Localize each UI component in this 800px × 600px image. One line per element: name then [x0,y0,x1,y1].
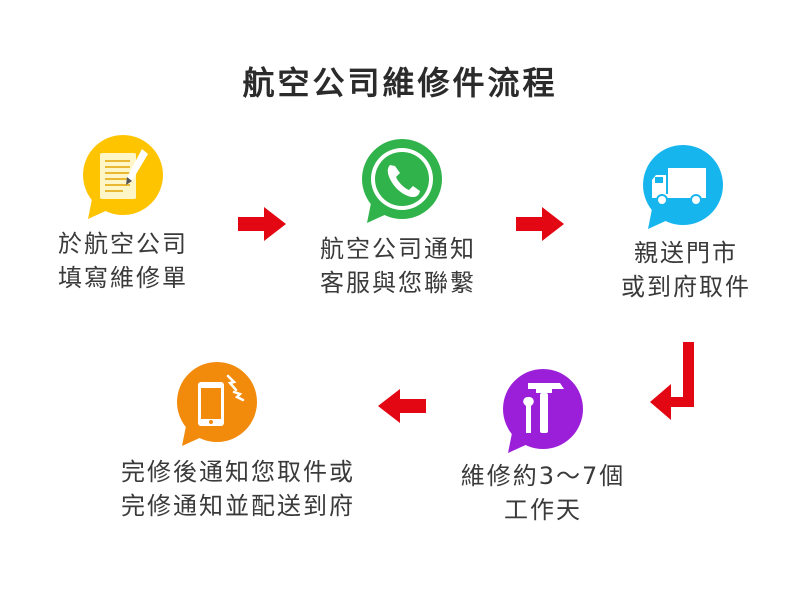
step-3-icon [638,143,728,235]
step-2-line-1: 航空公司通知 [320,235,476,263]
step-4-line-1: 維修約3～7個 [460,462,626,490]
step-5-icon [172,360,262,452]
step-5-text: 完修後通知您取件或 完修通知並配送到府 [103,455,373,523]
step-5-line-1: 完修後通知您取件或 [121,458,355,486]
step-1-text: 於航空公司 填寫維修單 [13,227,233,295]
tools-icon [503,369,583,453]
step-2-icon [357,137,447,229]
step-4-text: 維修約3～7個 工作天 [433,459,653,527]
arrow-down-left [650,342,698,422]
page-title: 航空公司維修件流程 [242,64,558,102]
step-1-icon [78,133,168,225]
step-5-line-2: 完修通知並配送到府 [121,492,355,520]
step-4-icon [498,367,588,459]
step-1-line-2: 填寫維修單 [58,264,188,292]
step-2-line-2: 客服與您聯繫 [320,269,476,297]
truck-icon [643,145,723,229]
arrow-right-2 [516,207,564,241]
step-1-line-1: 於航空公司 [58,230,188,258]
phone-icon [362,139,442,223]
step-3-line-1: 親送門市 [634,239,738,267]
step-4-line-2: 工作天 [504,496,582,524]
step-3-text: 親送門市 或到府取件 [576,236,796,304]
arrow-left [378,389,426,423]
step-3-line-2: 或到府取件 [621,273,751,301]
step-2-text: 航空公司通知 客服與您聯繫 [288,232,508,300]
mobile-phone-icon [177,362,257,446]
document-icon [83,135,163,219]
arrow-right-1 [238,207,286,241]
